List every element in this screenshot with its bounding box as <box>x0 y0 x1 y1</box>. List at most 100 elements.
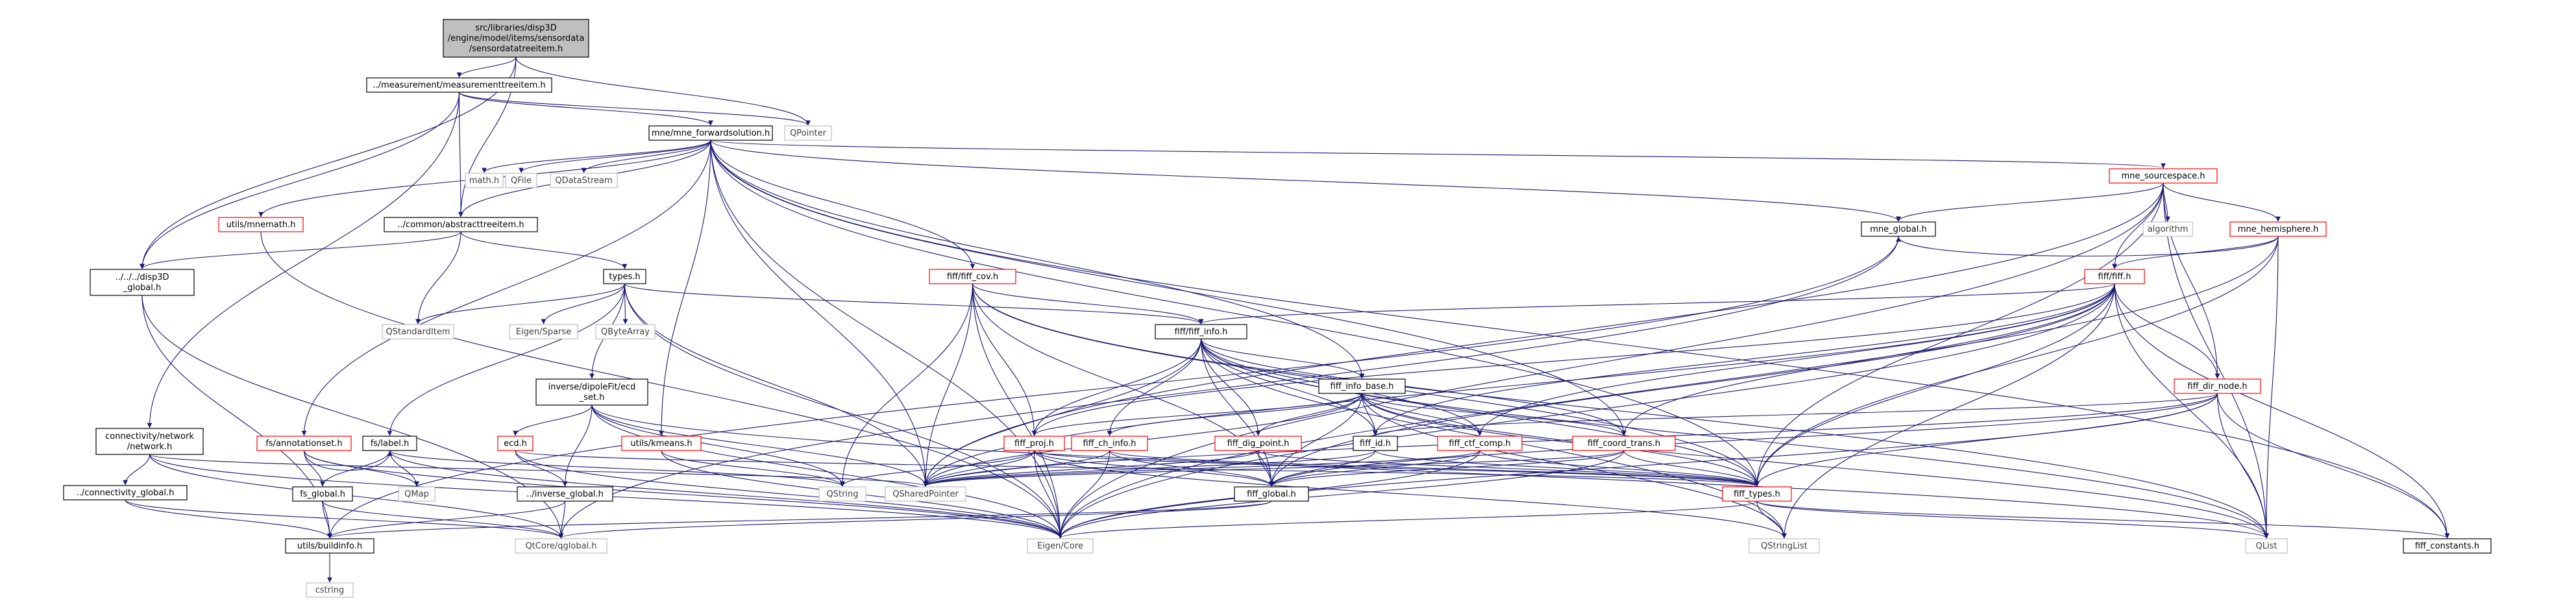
node-label: mne_global.h <box>1870 225 1926 234</box>
edge-abstracttreeitem-to-types <box>460 231 628 269</box>
node-box <box>1071 436 1148 451</box>
node-fiff_dir_node[interactable]: fiff_dir_node.h <box>2174 378 2261 394</box>
edge-mne_sourcespace-to-mne_hemisphere <box>2163 182 2281 222</box>
edge-fiff_h-to-fiff_id <box>1373 283 2115 436</box>
node-label: types.h <box>609 272 640 282</box>
edge-root-to-measurementtreeitem <box>456 56 517 78</box>
edge-fs_annotationset-to-qmap <box>303 450 419 487</box>
node-fiff_info[interactable]: fiff/fiff_info.h <box>1155 324 1247 340</box>
node-connectivity_network[interactable]: connectivity/network/network.h <box>95 428 204 455</box>
node-box <box>2174 378 2261 394</box>
node-buildinfo[interactable]: utils/buildinfo.h <box>285 538 374 554</box>
edge-fiff_dir_node-to-fiff_constants <box>2216 393 2450 539</box>
edge-forwardsolution-to-fiff_types <box>710 140 1760 487</box>
edge-fiff_dig_point-to-qsharedpointer <box>923 450 1259 487</box>
node-qdatastream: QDataStream <box>550 173 618 188</box>
node-fiff_ch_info[interactable]: fiff_ch_info.h <box>1071 436 1148 451</box>
node-disp3d_global[interactable]: ../../../disp3D_global.h <box>90 269 195 296</box>
edge-fiff_h-to-eigencore <box>1057 283 2115 539</box>
edge-fiff_cov-to-eigencore <box>972 283 1063 539</box>
edge-fiff_info-to-fiff_coord_trans <box>1200 338 1626 436</box>
edge-connectivity_network-to-qtcore_global <box>149 454 564 539</box>
edge-fiff_info_base-to-fiff_ch_info <box>1107 393 1363 436</box>
edge-fiff_proj-to-eigencore <box>1033 450 1063 539</box>
node-box <box>1353 436 1398 451</box>
node-mnemath[interactable]: utils/mnemath.h <box>218 217 304 232</box>
node-box <box>1155 324 1247 340</box>
node-types[interactable]: types.h <box>603 269 646 284</box>
node-label: ../measurement/measurementtreeitem.h <box>373 80 545 90</box>
node-kmeans[interactable]: utils/kmeans.h <box>621 436 702 451</box>
node-label: QList <box>2256 541 2277 551</box>
edge-fiff_cov-to-fiff_global <box>972 283 1274 487</box>
node-fiff_info_base[interactable]: fiff_info_base.h <box>1318 378 1406 394</box>
node-box <box>497 436 534 451</box>
edge-fiff_cov-to-fiff_proj <box>972 283 1037 436</box>
node-box <box>1861 221 1936 237</box>
node-measurementtreeitem[interactable]: ../measurement/measurementtreeitem.h <box>366 77 552 93</box>
node-box <box>2142 221 2193 237</box>
node-label: Eigen/Core <box>1037 541 1083 551</box>
edge-fiff_id-to-fiff_types <box>1375 450 1760 487</box>
node-inverse_dipolefit[interactable]: inverse/dipoleFit/ecd_set.h <box>535 378 648 406</box>
node-connectivity_global[interactable]: ../connectivity_global.h <box>63 485 188 500</box>
edge-fs_annotationset-to-eigencore <box>303 450 1063 539</box>
node-fiff_proj[interactable]: fiff_proj.h <box>1003 436 1065 451</box>
node-box <box>2403 538 2492 554</box>
node-label: fiff_coord_trans.h <box>1588 439 1660 449</box>
edge-fiff_info-to-qlist <box>1200 338 2269 539</box>
node-box <box>362 436 417 451</box>
edge-fiff_h-to-fiff_info <box>1199 283 2115 325</box>
node-label: utils/mnemath.h <box>227 220 296 230</box>
node-fs_label[interactable]: fs/label.h <box>362 436 417 451</box>
node-box <box>2109 168 2218 184</box>
node-mne_hemisphere[interactable]: mne_hemisphere.h <box>2229 221 2327 237</box>
node-mne_global[interactable]: mne_global.h <box>1861 221 1936 237</box>
node-box <box>285 538 374 554</box>
edge-mne_hemisphere-to-fiff_types <box>1754 236 2279 487</box>
node-forwardsolution[interactable]: mne/mne_forwardsolution.h <box>648 125 773 141</box>
edge-measurementtreeitem-to-qpointer <box>458 92 811 126</box>
node-label: QFile <box>511 176 532 186</box>
node-fiff_types[interactable]: fiff_types.h <box>1722 486 1792 502</box>
edge-inverse_dipolefit-to-inverse_global <box>562 404 593 487</box>
node-fiff_ctf_comp[interactable]: fiff_ctf_comp.h <box>1437 436 1523 451</box>
node-box <box>1027 538 1094 554</box>
node-inverse_global[interactable]: ../inverse_global.h <box>517 486 613 502</box>
node-fiff_constants[interactable]: fiff_constants.h <box>2403 538 2492 554</box>
node-fiff_coord_trans[interactable]: fiff_coord_trans.h <box>1572 436 1676 451</box>
edge-forwardsolution-to-mne_global <box>710 140 1901 222</box>
edge-fs_global-to-qtcore_global <box>322 500 564 539</box>
edge-fiff_info-to-fiff_id <box>1200 338 1378 436</box>
edge-mne_sourcespace-to-qlist <box>2163 182 2269 539</box>
node-box <box>515 538 607 554</box>
edge-inverse_dipolefit-to-eigencore <box>591 404 1063 539</box>
edge-forwardsolution-to-qsharedpointer <box>710 140 928 487</box>
node-mne_sourcespace[interactable]: mne_sourcespace.h <box>2109 168 2218 184</box>
node-layer: src/libraries/disp3D/engine/model/items/… <box>63 19 2492 598</box>
node-qlist: QList <box>2245 538 2288 554</box>
node-fiff_cov[interactable]: fiff/fiff_cov.h <box>929 269 1016 284</box>
node-label: QSharedPointer <box>892 489 959 499</box>
node-fs_global[interactable]: fs_global.h <box>292 486 353 502</box>
edge-layer <box>123 56 2450 583</box>
node-label: fiff_dig_point.h <box>1227 439 1290 449</box>
node-fiff_global[interactable]: fiff_global.h <box>1234 486 1309 502</box>
edge-fiff_h-to-fiff_proj <box>1031 283 2115 436</box>
node-label: math.h <box>469 176 499 186</box>
node-qfile: QFile <box>505 173 537 188</box>
node-fiff_h[interactable]: fiff/fiff.h <box>2084 269 2145 284</box>
node-fiff_dig_point[interactable]: fiff_dig_point.h <box>1214 436 1302 451</box>
node-box <box>885 486 966 502</box>
node-fs_annotationset[interactable]: fs/annotationset.h <box>256 436 352 451</box>
node-abstracttreeitem[interactable]: ../common/abstracttreeitem.h <box>384 217 538 232</box>
edge-fiff_ch_info-to-qsharedpointer <box>923 450 1110 487</box>
edge-fiff_ch_info-to-fiff_global <box>1109 450 1274 487</box>
node-root[interactable]: src/libraries/disp3D/engine/model/items/… <box>443 19 589 58</box>
node-fiff_id[interactable]: fiff_id.h <box>1353 436 1398 451</box>
edge-fiff_dir_node-to-fiff_types <box>1754 393 2218 487</box>
node-box <box>1318 378 1406 394</box>
node-ecd[interactable]: ecd.h <box>497 436 534 451</box>
edge-forwardsolution-to-kmeans <box>659 140 711 436</box>
edge-fiff_h-to-fiff_dir_node <box>2114 283 2220 379</box>
